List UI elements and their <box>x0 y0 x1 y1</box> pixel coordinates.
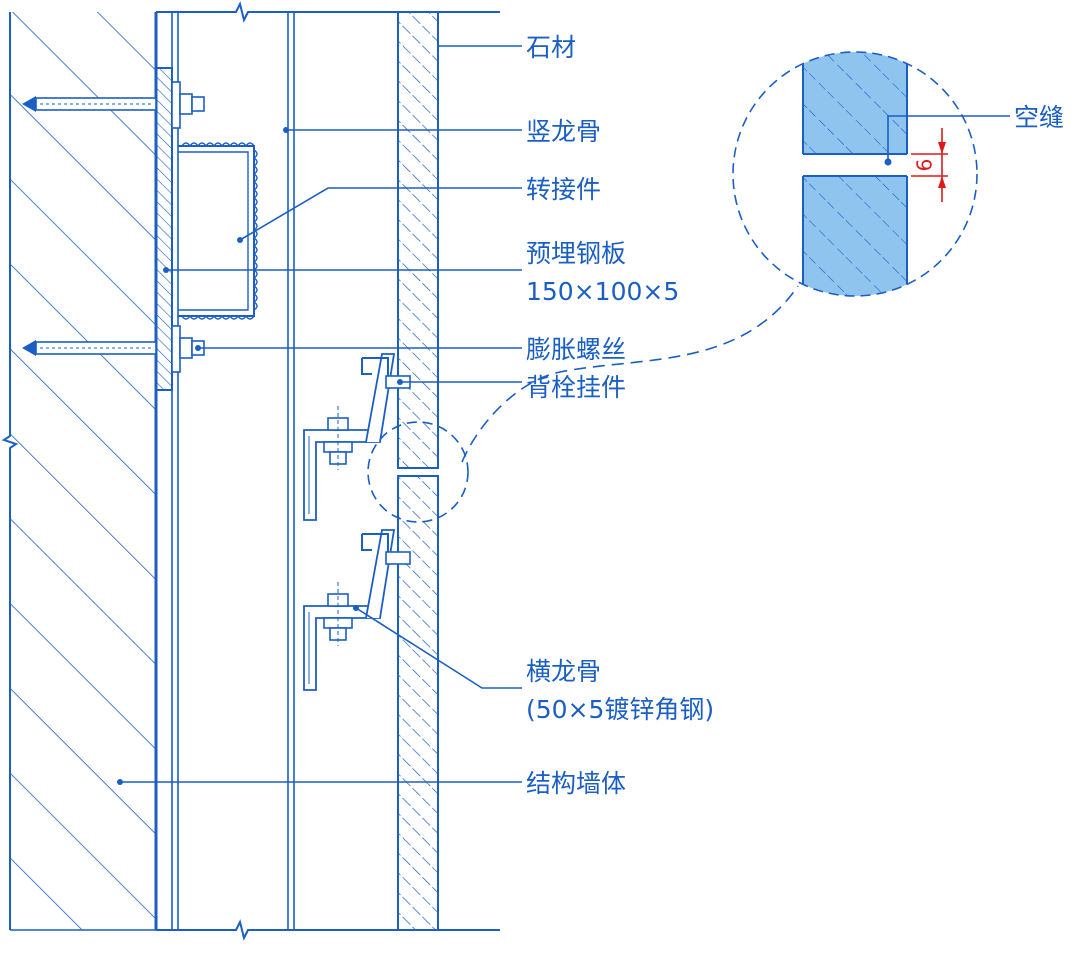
expansion-bolt-top <box>22 81 205 129</box>
label-embedded-plate-size: 150×100×5 <box>526 277 679 306</box>
joint-gap-dimension: 6 <box>911 128 948 202</box>
break-lines <box>156 1 500 941</box>
joint-callout-circle <box>367 421 469 523</box>
stone-panels <box>397 11 439 931</box>
label-vertical-keel: 竖龙骨 <box>526 117 601 146</box>
structural-wall <box>1 12 158 931</box>
horizontal-keel-upper <box>303 353 411 521</box>
label-joint: 空缝 <box>1014 103 1064 132</box>
detail-connector-curve <box>461 285 799 463</box>
label-adapter: 转接件 <box>526 175 601 204</box>
expansion-bolt-bottom <box>22 325 205 373</box>
joint-gap-value: 6 <box>913 159 937 172</box>
adapter-channel <box>178 142 258 320</box>
label-back-bolt-hanger: 背栓挂件 <box>526 373 626 402</box>
label-embedded-plate: 预埋钢板 <box>526 239 626 268</box>
vertical-keel <box>171 12 295 930</box>
label-horizontal-keel: 横龙骨 <box>526 657 601 686</box>
embedded-steel-plate <box>155 67 173 391</box>
leader-lines <box>117 45 522 785</box>
enlarged-joint-detail: 6 <box>732 51 1010 297</box>
label-structural-wall: 结构墙体 <box>526 769 626 798</box>
label-expansion-bolt: 膨胀螺丝 <box>526 335 626 364</box>
label-horizontal-keel-spec: (50×5镀锌角钢) <box>526 695 714 724</box>
horizontal-keel-lower <box>303 529 411 691</box>
label-stone: 石材 <box>526 33 576 62</box>
